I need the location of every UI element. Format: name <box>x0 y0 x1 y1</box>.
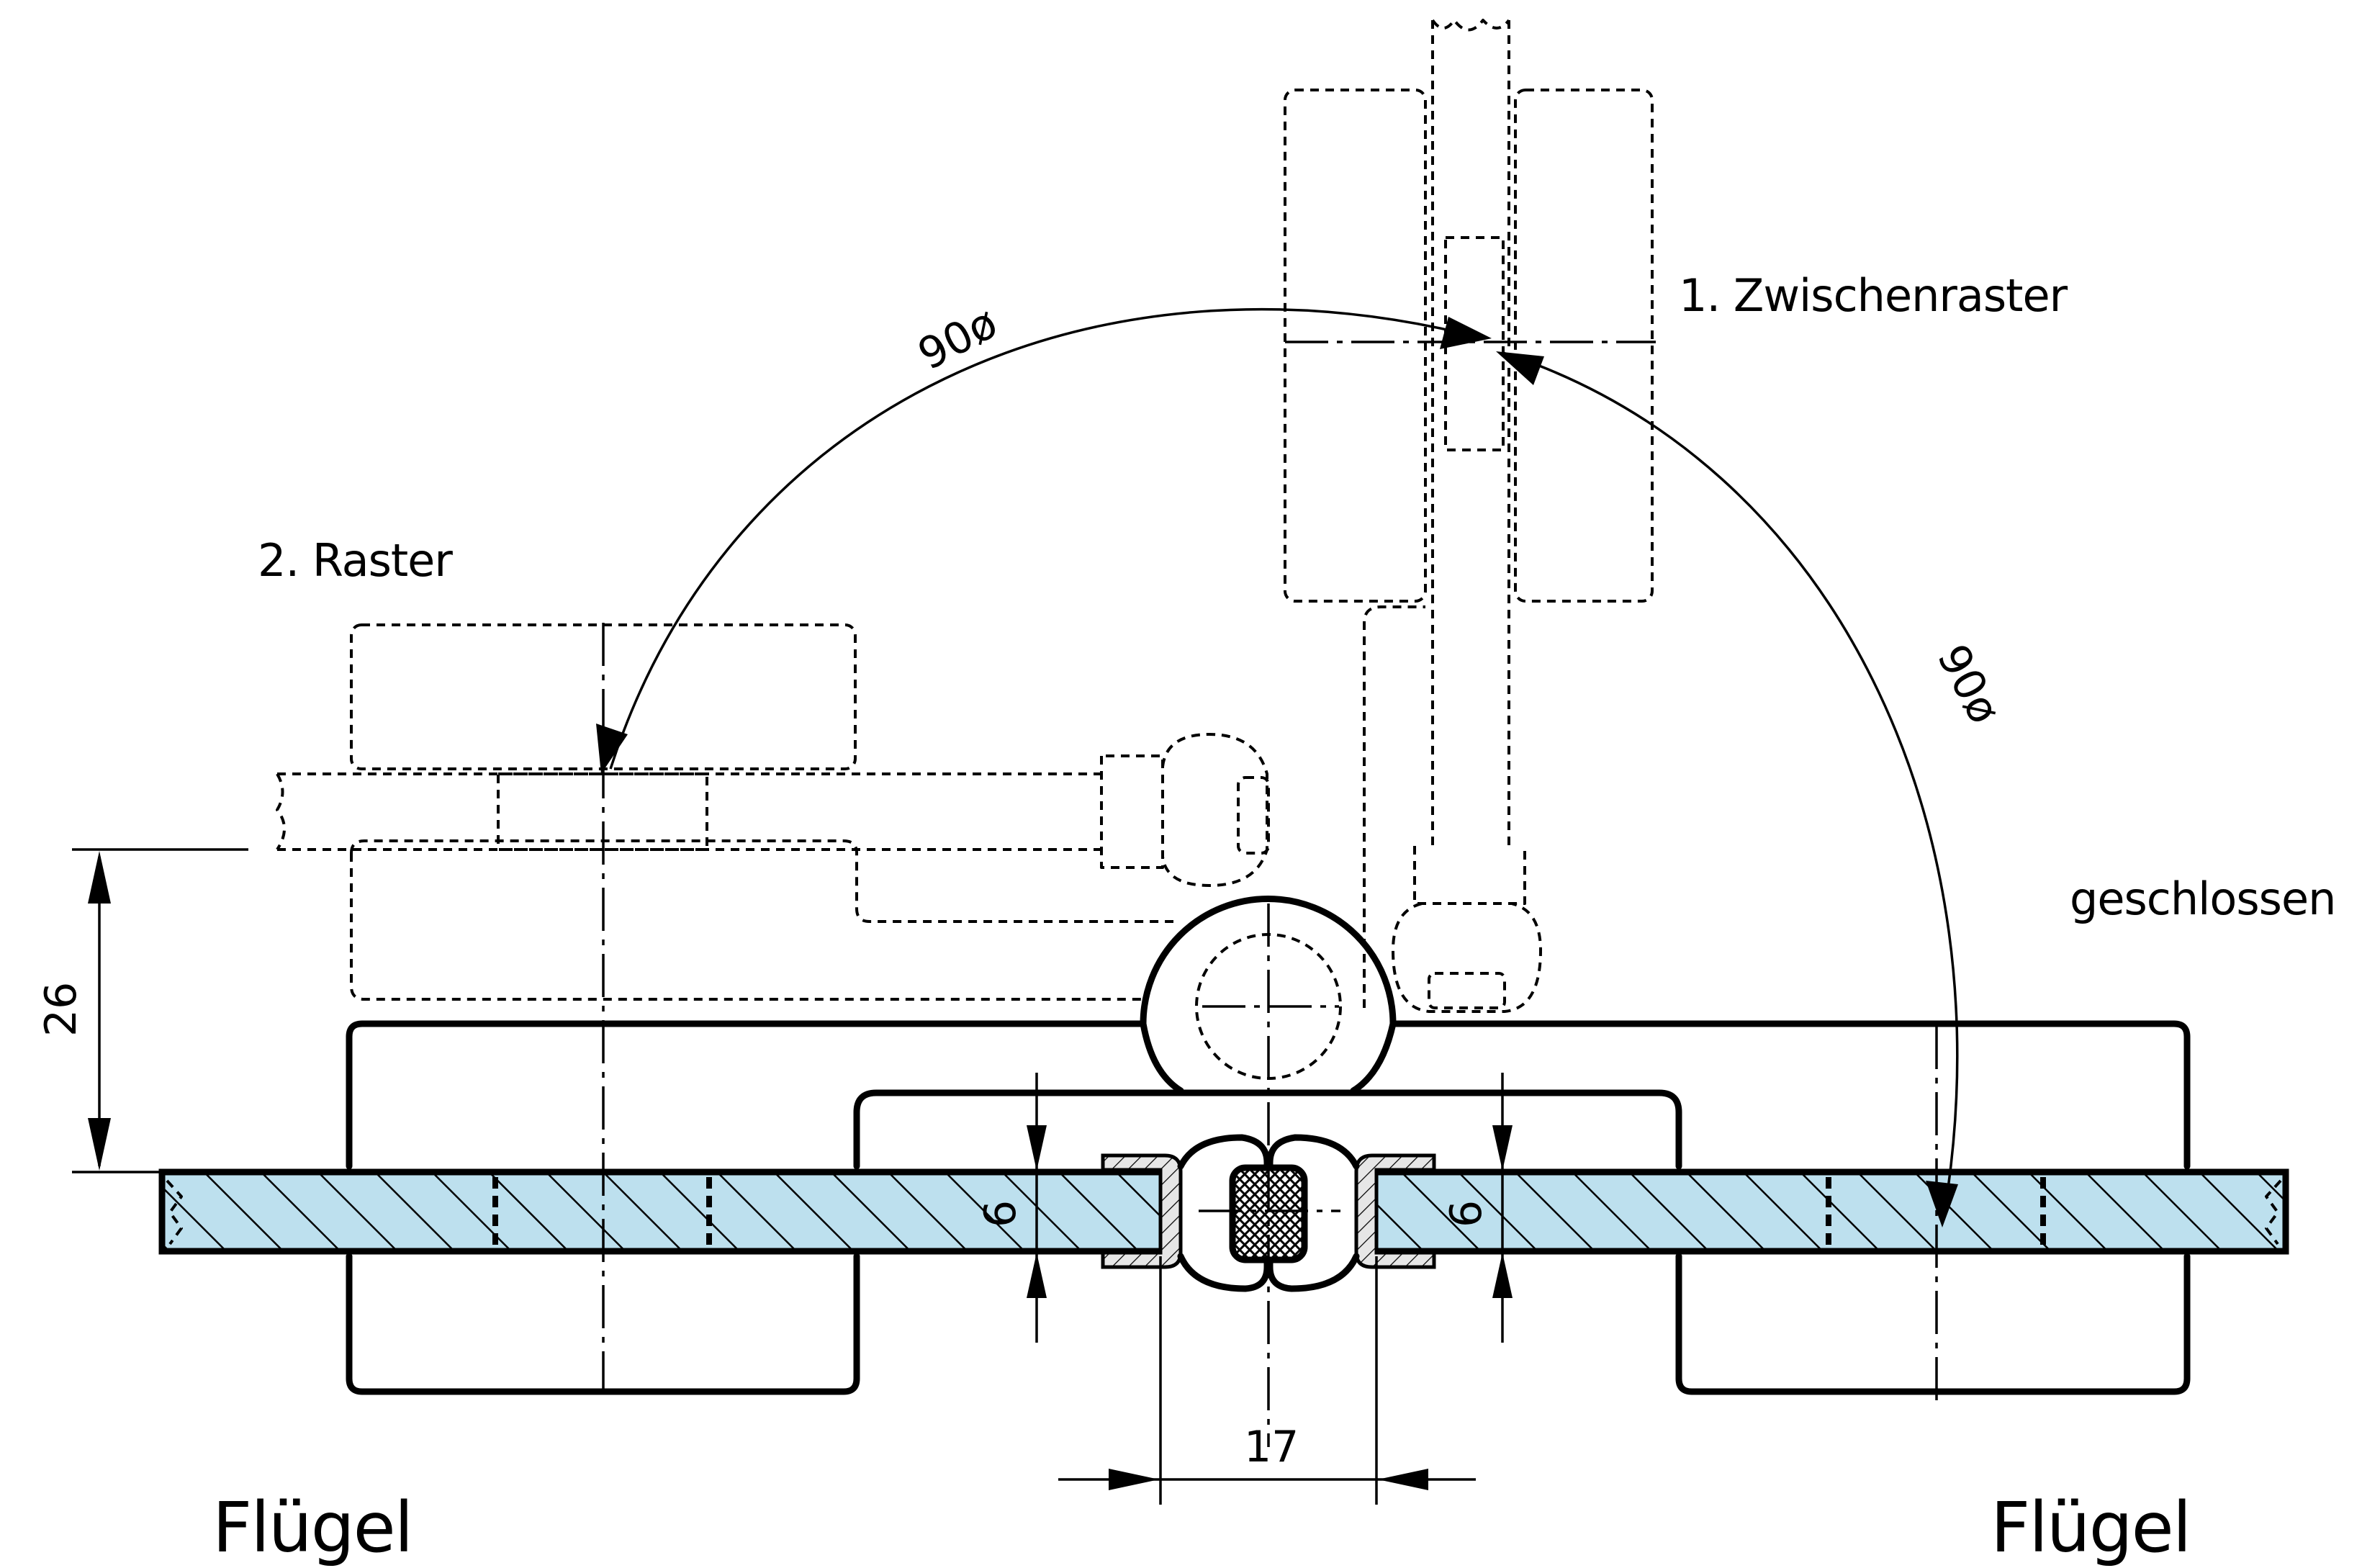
dimension-gap <box>1058 1256 1476 1505</box>
dim-gap: 17 <box>1244 1422 1299 1472</box>
arc-upper-arrow-right <box>1440 317 1492 349</box>
center-lines <box>602 341 1938 1447</box>
position-intermediate-detent <box>1284 19 1654 1013</box>
center-seal <box>1101 1134 1436 1292</box>
dim-angle-right: 90ø <box>1927 636 2010 732</box>
arc-right <box>1502 351 1959 1217</box>
hinge-body-closed <box>346 896 2191 1395</box>
dimension-glass <box>1027 1073 1513 1343</box>
upper-plate <box>346 1020 2191 1170</box>
label-leaf-left: Flügel <box>212 1487 412 1568</box>
dimension-height <box>72 848 248 1173</box>
dim-glass-left: 6 <box>975 1200 1026 1227</box>
arc-right-arrow-bottom <box>1926 1181 1958 1227</box>
glass-break-left <box>166 1179 183 1245</box>
glass-bolt-holes <box>492 1177 2046 1245</box>
hinge-knuckle <box>1140 896 1397 1027</box>
arc-upper <box>609 307 1484 770</box>
position-second-detent <box>276 623 1270 1001</box>
label-second-detent: 2. Raster <box>258 534 453 587</box>
glass-pane-left <box>158 1168 1170 1255</box>
dim-height: 26 <box>36 982 86 1037</box>
dim-angle-upper: 90ø <box>910 297 1006 380</box>
knuckle-lower <box>1140 1020 1397 1094</box>
arc-right-arrow-top <box>1496 351 1544 385</box>
label-closed: geschlossen <box>2070 873 2335 925</box>
bottom-plate-right <box>1675 1253 2191 1395</box>
rotation-arcs <box>596 307 1959 1227</box>
glass-panes <box>158 1168 2289 1255</box>
arc-upper-arrow-left <box>596 724 628 774</box>
glass-break-right <box>2265 1179 2282 1245</box>
dim-glass-right: 6 <box>1441 1200 1492 1227</box>
label-intermediate-detent: 1. Zwischenraster <box>1679 269 2068 322</box>
label-leaf-right: Flügel <box>1991 1487 2190 1568</box>
